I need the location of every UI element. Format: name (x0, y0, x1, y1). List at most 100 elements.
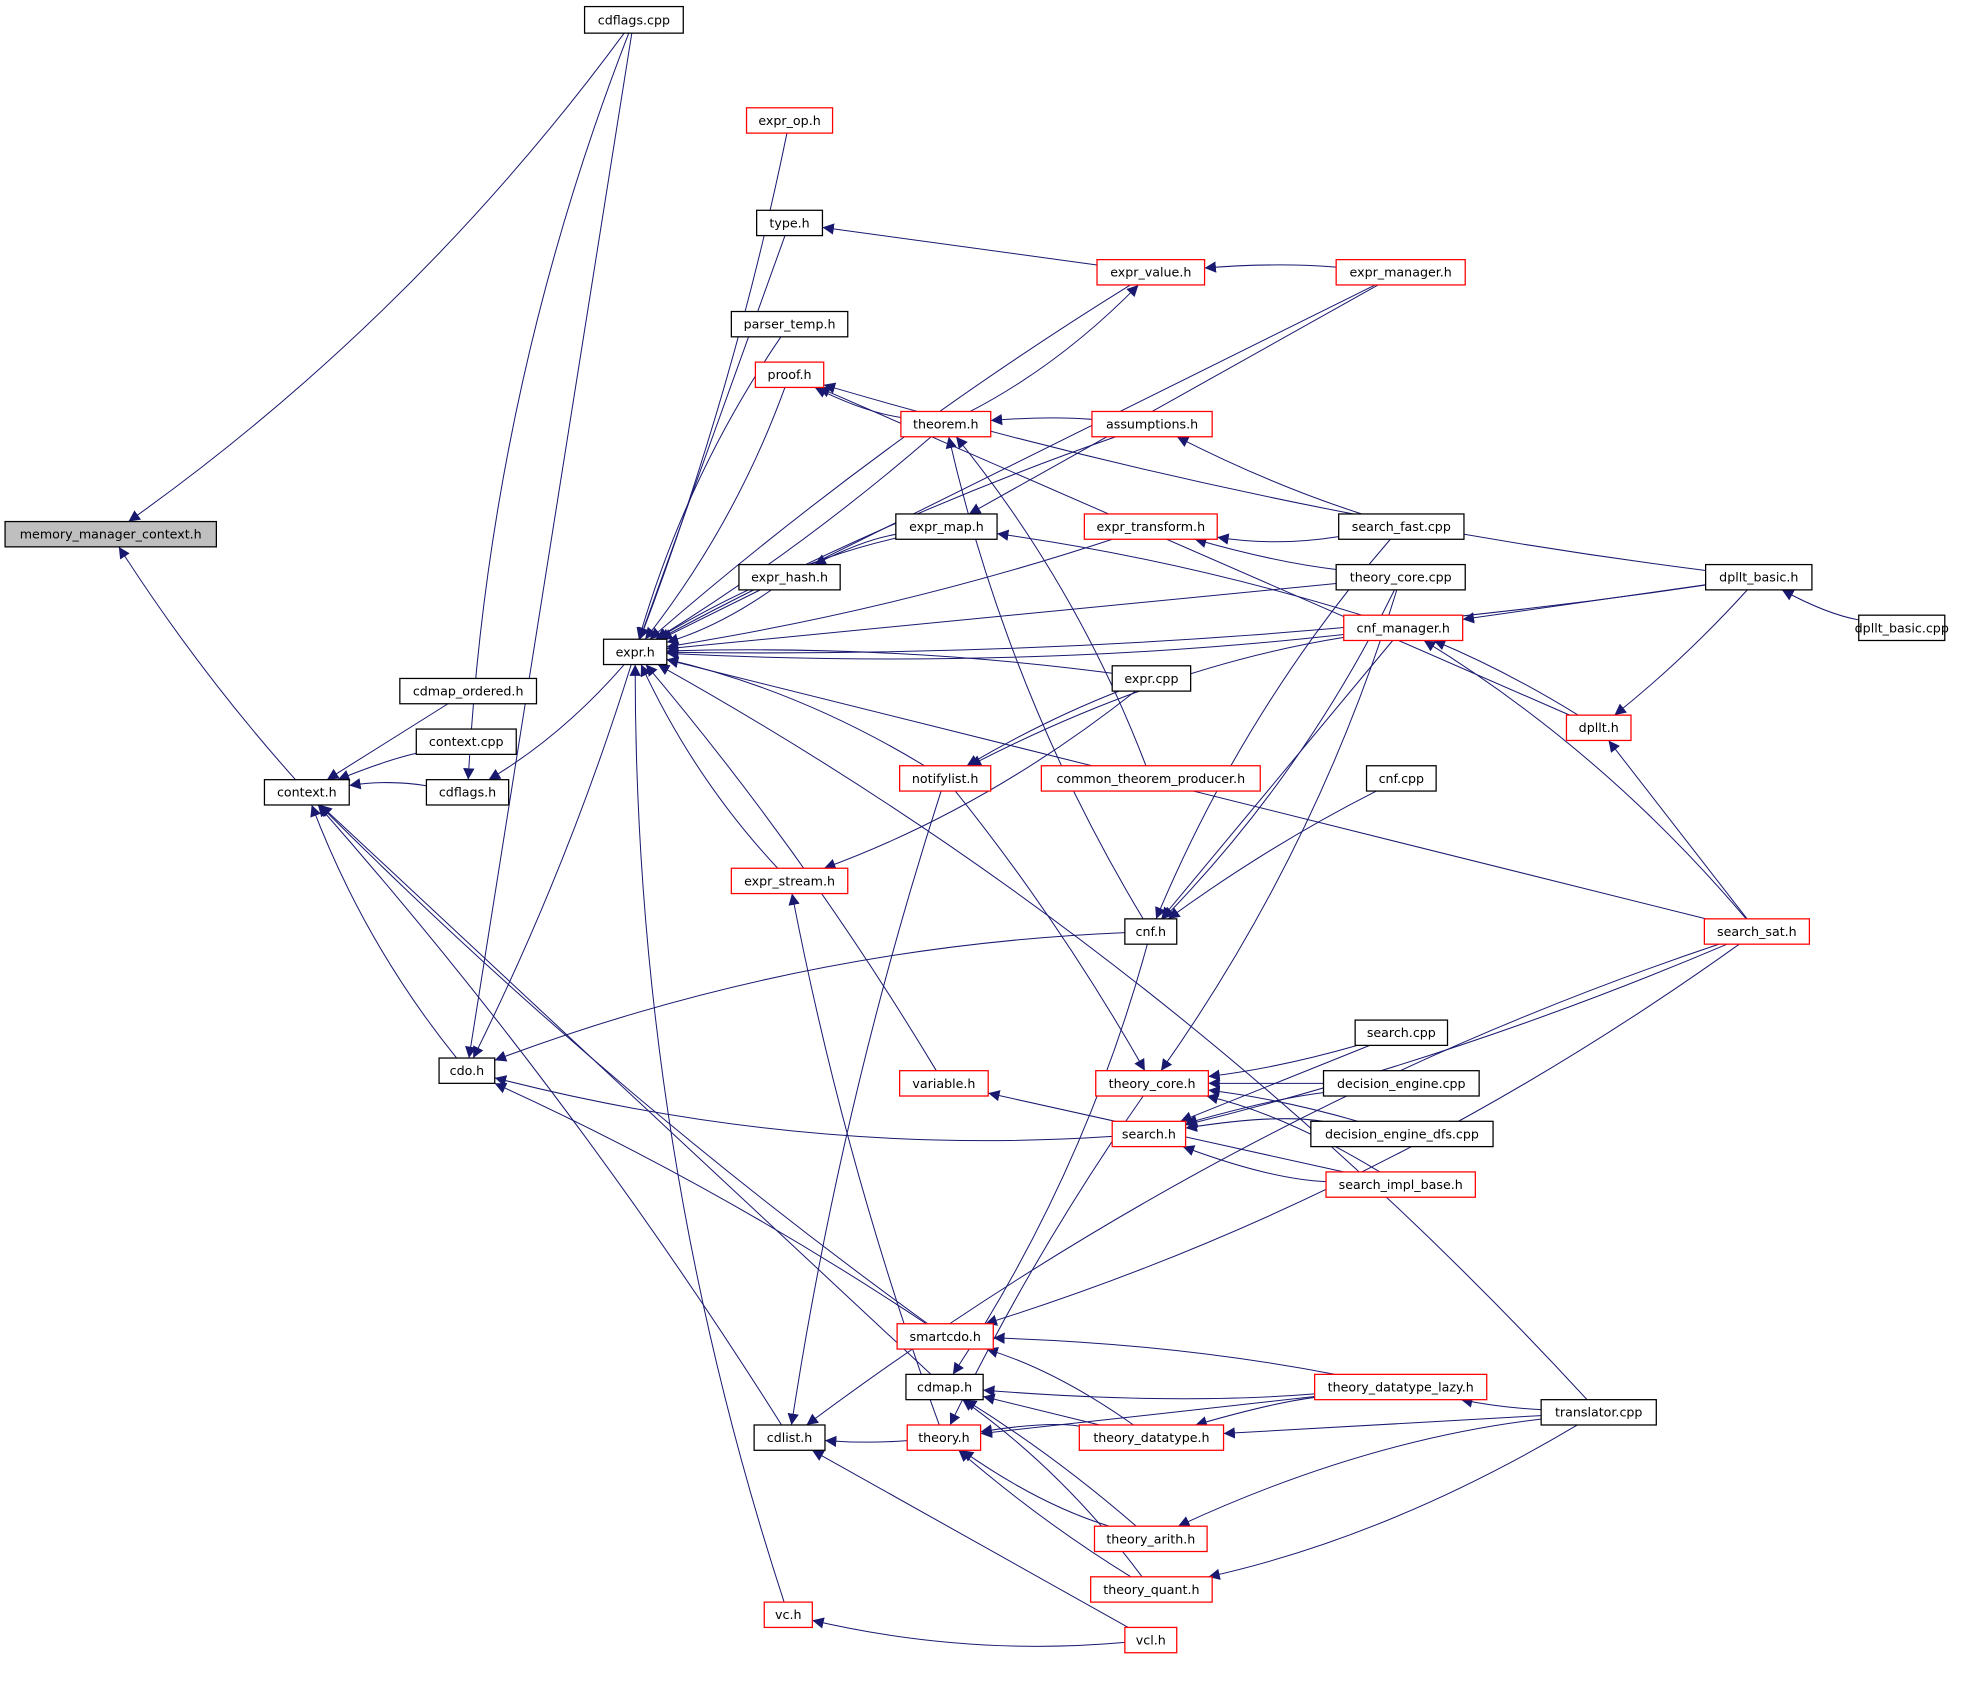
node-search-impl-base-h[interactable]: search_impl_base.h (1325, 1171, 1476, 1198)
node-box[interactable] (1111, 665, 1192, 692)
node-box[interactable] (1354, 1019, 1449, 1047)
node-theory-arith-h[interactable]: theory_arith.h (1093, 1525, 1208, 1553)
node-box[interactable] (906, 1424, 982, 1451)
node-box[interactable] (1040, 765, 1261, 792)
node-box[interactable] (756, 209, 824, 237)
node-box[interactable] (754, 361, 825, 389)
node-type-h[interactable]: type.h (756, 209, 824, 237)
node-expr-manager-h[interactable]: expr_manager.h (1335, 259, 1466, 286)
node-box[interactable] (1540, 1399, 1657, 1426)
node-search-h[interactable]: search.h (1111, 1120, 1187, 1148)
node-box[interactable] (438, 1057, 496, 1084)
node-theory-h[interactable]: theory.h (906, 1424, 982, 1451)
node-box[interactable] (1335, 259, 1466, 286)
node-box[interactable] (602, 638, 668, 666)
node-box[interactable] (1705, 563, 1813, 591)
node-box[interactable] (1365, 765, 1437, 792)
node-box[interactable] (1858, 614, 1946, 642)
node-search-fast-cpp[interactable]: search_fast.cpp (1338, 513, 1465, 540)
node-cdo-h[interactable]: cdo.h (438, 1057, 496, 1084)
node-box[interactable] (1091, 410, 1213, 438)
node-cnf-h[interactable]: cnf.h (1124, 918, 1178, 945)
node-cdmap-ordered-h[interactable]: cdmap_ordered.h (399, 677, 538, 705)
node-decision-engine-dfs-cpp[interactable]: decision_engine_dfs.cpp (1310, 1120, 1494, 1148)
node-dpllt-h[interactable]: dpllt.h (1565, 714, 1632, 742)
node-box[interactable] (1124, 1626, 1178, 1654)
node-box[interactable] (583, 5, 684, 34)
node-box[interactable] (900, 410, 992, 438)
node-theory-core-cpp[interactable]: theory_core.cpp (1335, 563, 1466, 591)
node-box[interactable] (1338, 513, 1465, 540)
node-box[interactable] (425, 779, 510, 806)
node-box[interactable] (1314, 1373, 1488, 1401)
node-box[interactable] (730, 867, 849, 895)
node-box[interactable] (745, 107, 834, 134)
node-box[interactable] (1703, 918, 1811, 945)
node-vc-h[interactable]: vc.h (763, 1601, 813, 1629)
node-box[interactable] (399, 677, 538, 705)
node-memory-manager-context-h[interactable]: memory_manager_context.h (4, 520, 217, 548)
node-cnf-cpp[interactable]: cnf.cpp (1365, 765, 1437, 792)
node-box[interactable] (1095, 1070, 1209, 1097)
node-box[interactable] (1083, 513, 1218, 540)
node-box[interactable] (1090, 1576, 1213, 1603)
node-smartcdo-h[interactable]: smartcdo.h (896, 1323, 994, 1350)
node-box[interactable] (1078, 1424, 1225, 1451)
node-box[interactable] (899, 765, 992, 792)
node-cdflags-h[interactable]: cdflags.h (425, 779, 510, 806)
node-proof-h[interactable]: proof.h (754, 361, 825, 389)
node-box[interactable] (1325, 1171, 1476, 1198)
node-dpllt-basic-cpp[interactable]: dpllt_basic.cpp (1855, 614, 1949, 642)
node-common-theorem-producer-h[interactable]: common_theorem_producer.h (1040, 765, 1261, 792)
node-context-cpp[interactable]: context.cpp (415, 728, 517, 756)
node-box[interactable] (895, 513, 998, 540)
node-translator-cpp[interactable]: translator.cpp (1540, 1399, 1657, 1426)
node-box[interactable] (730, 310, 849, 338)
node-assumptions-h[interactable]: assumptions.h (1091, 410, 1213, 438)
node-box[interactable] (905, 1373, 984, 1401)
node-box[interactable] (1565, 714, 1632, 742)
node-box[interactable] (899, 1070, 989, 1097)
node-box[interactable] (1093, 1525, 1208, 1553)
node-decision-engine-cpp[interactable]: decision_engine.cpp (1322, 1070, 1480, 1097)
node-box[interactable] (738, 563, 841, 591)
node-theory-quant-h[interactable]: theory_quant.h (1090, 1576, 1213, 1603)
node-box[interactable] (763, 1601, 813, 1629)
node-box[interactable] (1096, 259, 1206, 286)
node-box[interactable] (1124, 918, 1178, 945)
node-search-sat-h[interactable]: search_sat.h (1703, 918, 1811, 945)
node-box[interactable] (1111, 1120, 1187, 1148)
node-expr-hash-h[interactable]: expr_hash.h (738, 563, 841, 591)
node-expr-transform-h[interactable]: expr_transform.h (1083, 513, 1218, 540)
node-box[interactable] (1335, 563, 1466, 591)
node-theory-core-h[interactable]: theory_core.h (1095, 1070, 1209, 1097)
node-box[interactable] (896, 1323, 994, 1350)
node-cdmap-h[interactable]: cdmap.h (905, 1373, 984, 1401)
node-box[interactable] (1310, 1120, 1494, 1148)
node-theorem-h[interactable]: theorem.h (900, 410, 992, 438)
node-context-h[interactable]: context.h (263, 779, 350, 806)
node-theory-datatype-lazy-h[interactable]: theory_datatype_lazy.h (1314, 1373, 1488, 1401)
node-cdflags-cpp[interactable]: cdflags.cpp (583, 5, 684, 34)
node-box[interactable] (1322, 1070, 1480, 1097)
node-parser-temp-h[interactable]: parser_temp.h (730, 310, 849, 338)
node-cdlist-h[interactable]: cdlist.h (753, 1424, 826, 1451)
node-dpllt-basic-h[interactable]: dpllt_basic.h (1705, 563, 1813, 591)
node-theory-datatype-h[interactable]: theory_datatype.h (1078, 1424, 1225, 1451)
node-notifylist-h[interactable]: notifylist.h (899, 765, 992, 792)
node-box[interactable] (4, 520, 217, 548)
node-expr-op-h[interactable]: expr_op.h (745, 107, 834, 134)
node-cnf-manager-h[interactable]: cnf_manager.h (1343, 614, 1464, 642)
node-box[interactable] (1343, 614, 1464, 642)
node-expr-h[interactable]: expr.h (602, 638, 668, 666)
node-expr-value-h[interactable]: expr_value.h (1096, 259, 1206, 286)
node-vcl-h[interactable]: vcl.h (1124, 1626, 1178, 1654)
node-box[interactable] (415, 728, 517, 756)
node-box[interactable] (753, 1424, 826, 1451)
node-expr-cpp[interactable]: expr.cpp (1111, 665, 1192, 692)
node-expr-stream-h[interactable]: expr_stream.h (730, 867, 849, 895)
node-search-cpp[interactable]: search.cpp (1354, 1019, 1449, 1047)
node-box[interactable] (263, 779, 350, 806)
node-variable-h[interactable]: variable.h (899, 1070, 989, 1097)
node-expr-map-h[interactable]: expr_map.h (895, 513, 998, 540)
